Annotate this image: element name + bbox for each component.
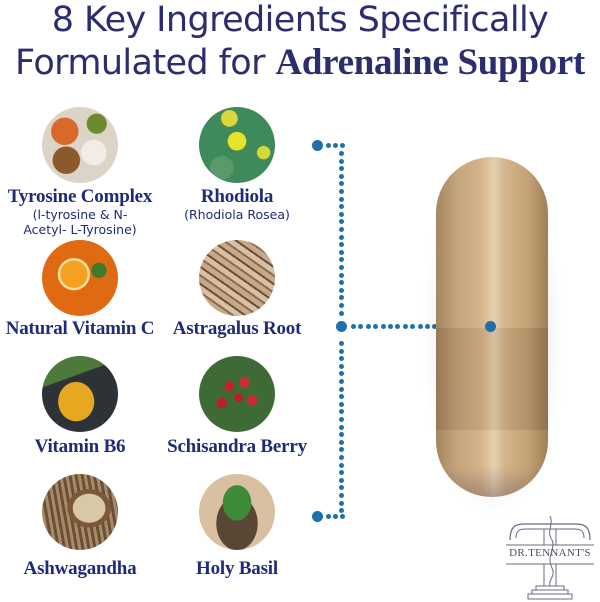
headline-regular-text: Formulated for: [15, 43, 276, 83]
brand-logo-text: DR.TENNANT'S: [509, 547, 591, 559]
capsule-dot: [485, 321, 496, 332]
ashwagandha-powder-image: [42, 474, 118, 550]
ingredient-name-vitamin-c: Natural Vitamin C: [5, 318, 155, 339]
brand-logo: DR.TENNANT'S: [502, 512, 598, 600]
powder-spoon-image: [42, 356, 118, 432]
orange-image: [42, 240, 118, 316]
basil-bowl-image: [199, 474, 275, 550]
astragalus-root-image: [199, 240, 275, 316]
connector-endpoint-bottom: [312, 511, 323, 522]
ingredient-name-astragalus-root: Astragalus Root: [172, 318, 302, 339]
ingredient-name-schisandra-berry: Schisandra Berry: [167, 436, 307, 457]
ingredient-sub-rhodiola: (Rhodiola Rosea): [184, 207, 290, 222]
ingredient-name-tyrosine-complex: Tyrosine Complex: [7, 186, 153, 207]
ingredient-name-vitamin-b6: Vitamin B6: [34, 436, 126, 457]
rhodiola-plant-image: [199, 107, 275, 183]
ingredient-sub-tyrosine-line1: (l-tyrosine & N-: [32, 207, 128, 222]
headline-line-1: 8 Key Ingredients Specifically: [51, 0, 549, 40]
pillar-t-icon: [506, 515, 594, 600]
ingredient-sub-tyrosine-line2: Acetyl- L-Tyrosine): [23, 222, 137, 237]
red-berries-image: [199, 356, 275, 432]
headline-line-2: Formulated for Adrenaline Support: [0, 42, 600, 84]
ingredient-name-ashwagandha: Ashwagandha: [23, 558, 137, 579]
tyrosine-foods-image: [42, 107, 118, 183]
capsule-band: [436, 328, 548, 430]
headline-bold-text: Adrenaline Support: [275, 42, 585, 83]
ingredient-name-rhodiola: Rhodiola: [200, 186, 274, 207]
connector-junction: [336, 321, 347, 332]
ingredient-name-holy-basil: Holy Basil: [196, 558, 278, 579]
connector-endpoint-top: [312, 140, 323, 151]
